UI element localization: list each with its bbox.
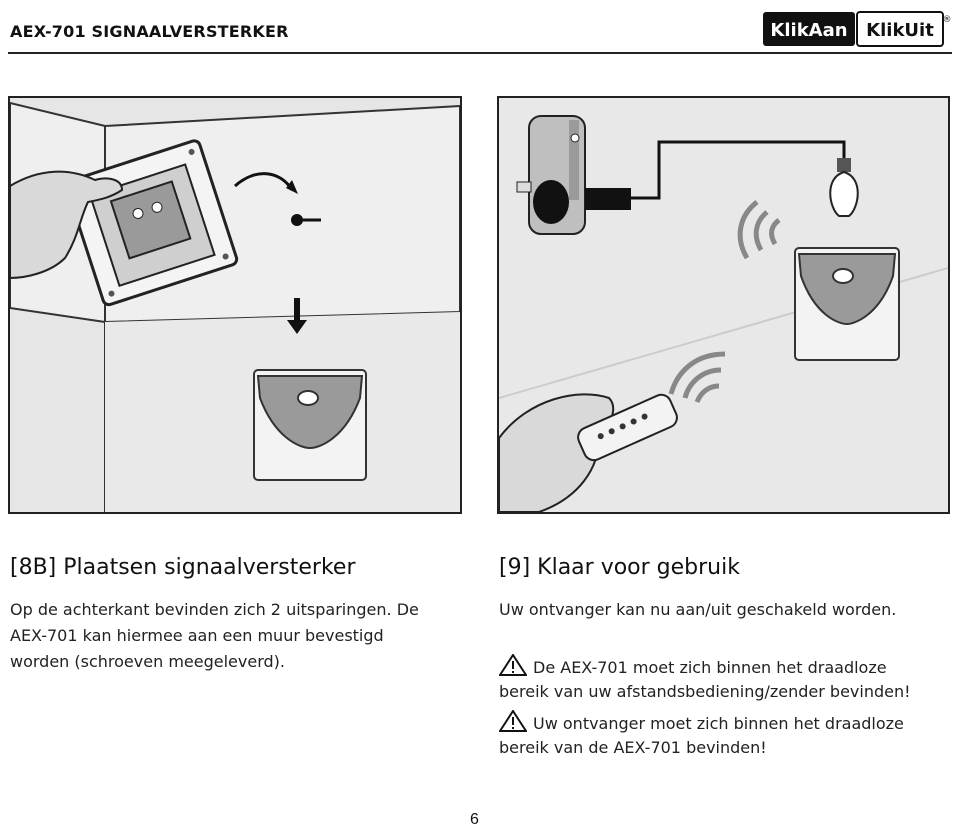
- text-line: AEX-701 kan hiermee aan een muur bevesti…: [10, 626, 384, 645]
- signal-waves-icon: [737, 200, 781, 260]
- logo-registered-mark: ®: [943, 15, 952, 25]
- warning-1-line2: bereik van uw afstandsbediening/zender b…: [499, 682, 911, 701]
- warning-1-line1: De AEX-701 moet zich binnen het draadloz…: [533, 658, 887, 677]
- document-title: AEX-701 SIGNAALVERSTERKER: [10, 22, 289, 41]
- signal-booster-device: [794, 247, 900, 361]
- intro-line: Uw ontvanger kan nu aan/uit geschakeld w…: [499, 600, 897, 619]
- klikaan-klikuit-logo: KlikAan KlikUit ®: [763, 11, 952, 47]
- down-arrow-icon: [287, 320, 307, 334]
- text-line: worden (schroeven meegeleverd).: [10, 652, 285, 671]
- logo-text-left: KlikAan: [770, 20, 847, 41]
- logo-text-right: KlikUit: [866, 20, 934, 41]
- plug-in-receiver: [516, 115, 631, 235]
- mounting-description: Op de achterkant bevinden zich 2 uitspar…: [10, 597, 450, 675]
- section-title-ready: [9] Klaar voor gebruik: [499, 555, 740, 580]
- header-rule: [8, 52, 952, 54]
- warning-1: De AEX-701 moet zich binnen het draadloz…: [499, 654, 887, 677]
- text-line: Op de achterkant bevinden zich 2 uitspar…: [10, 600, 419, 619]
- power-cable: [631, 140, 846, 200]
- remote-control: [577, 393, 678, 462]
- warning-2: Uw ontvanger moet zich binnen het draadl…: [499, 710, 904, 733]
- ready-description: Uw ontvanger kan nu aan/uit geschakeld w…: [499, 597, 954, 623]
- warning-triangle-icon: [499, 710, 527, 732]
- hand: [10, 170, 124, 280]
- light-bulb-icon: [829, 158, 859, 217]
- ready-to-use-illustration: [497, 96, 950, 514]
- wall-bracket: [64, 139, 239, 307]
- mounting-illustration: [8, 96, 462, 514]
- warning-2-line2: bereik van de AEX-701 bevinden!: [499, 738, 767, 757]
- warning-triangle-icon: [499, 654, 527, 676]
- section-title-mounting: [8B] Plaatsen signaalversterker: [10, 555, 356, 580]
- page-number: 6: [470, 811, 479, 828]
- signal-booster-device: [253, 369, 367, 481]
- remote-signal-waves-icon: [668, 351, 726, 404]
- warning-2-line1: Uw ontvanger moet zich binnen het draadl…: [533, 714, 904, 733]
